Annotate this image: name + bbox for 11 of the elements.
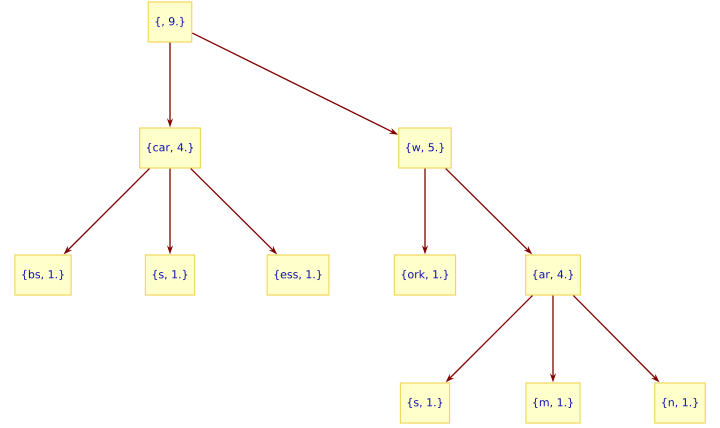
tree-node-box: {w, 5.} bbox=[398, 127, 452, 169]
tree-node-box: {m, 1.} bbox=[525, 382, 581, 424]
tree-node-box: {, 9.} bbox=[148, 1, 192, 43]
tree-node-box: {s, 1.} bbox=[400, 382, 450, 424]
tree-node-box: {n, 1.} bbox=[654, 382, 706, 424]
tree-node-box: {ar, 4.} bbox=[525, 254, 581, 296]
tree-node-box: {bs, 1.} bbox=[14, 254, 72, 296]
tree-node-box: {ess, 1.} bbox=[266, 254, 330, 296]
tree-node-box: {car, 4.} bbox=[139, 127, 201, 169]
tree-node-box: {ork, 1.} bbox=[394, 254, 456, 296]
tree-node-box: {s, 1.} bbox=[144, 254, 196, 296]
